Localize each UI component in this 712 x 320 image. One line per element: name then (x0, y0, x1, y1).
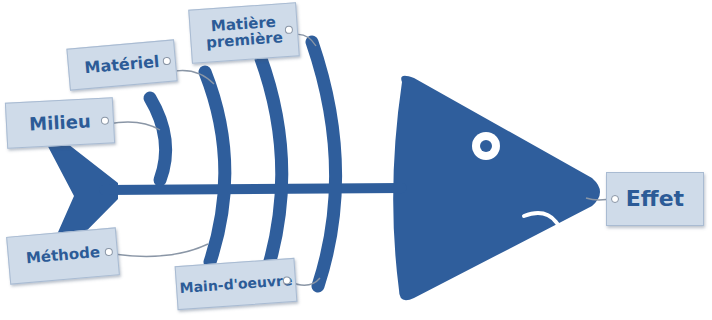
fish-mouth (524, 213, 578, 229)
tag-label: Méthode (25, 245, 100, 267)
tag-hole (611, 195, 619, 203)
tag-hole (162, 57, 171, 66)
tag-hole (101, 116, 109, 124)
fish-bone (260, 56, 282, 284)
label-tag: Matière première (188, 2, 300, 63)
label-tag: Effet (606, 172, 704, 226)
label-tag: Milieu (5, 97, 115, 149)
fish-bone (205, 72, 225, 262)
tag-string (108, 122, 160, 130)
tag-label: Matériel (84, 53, 160, 76)
tag-hole (285, 26, 294, 35)
label-tag: Main-d'oeuvre (175, 258, 298, 310)
fish-pupil (480, 140, 492, 152)
fish-head (393, 76, 600, 300)
tag-label: Main-d'oeuvre (179, 273, 293, 296)
tag-label: Effet (626, 187, 684, 210)
fish-spine (104, 188, 402, 190)
tag-hole (104, 248, 113, 257)
fish-eye (472, 132, 500, 160)
label-tag: Méthode (6, 227, 120, 284)
fish-bone (312, 42, 336, 286)
tag-string (113, 244, 208, 256)
tag-label: Matière première (204, 15, 284, 52)
tag-label: Milieu (29, 112, 91, 134)
fish-bone (150, 98, 166, 180)
label-tag: Matériel (66, 39, 177, 90)
